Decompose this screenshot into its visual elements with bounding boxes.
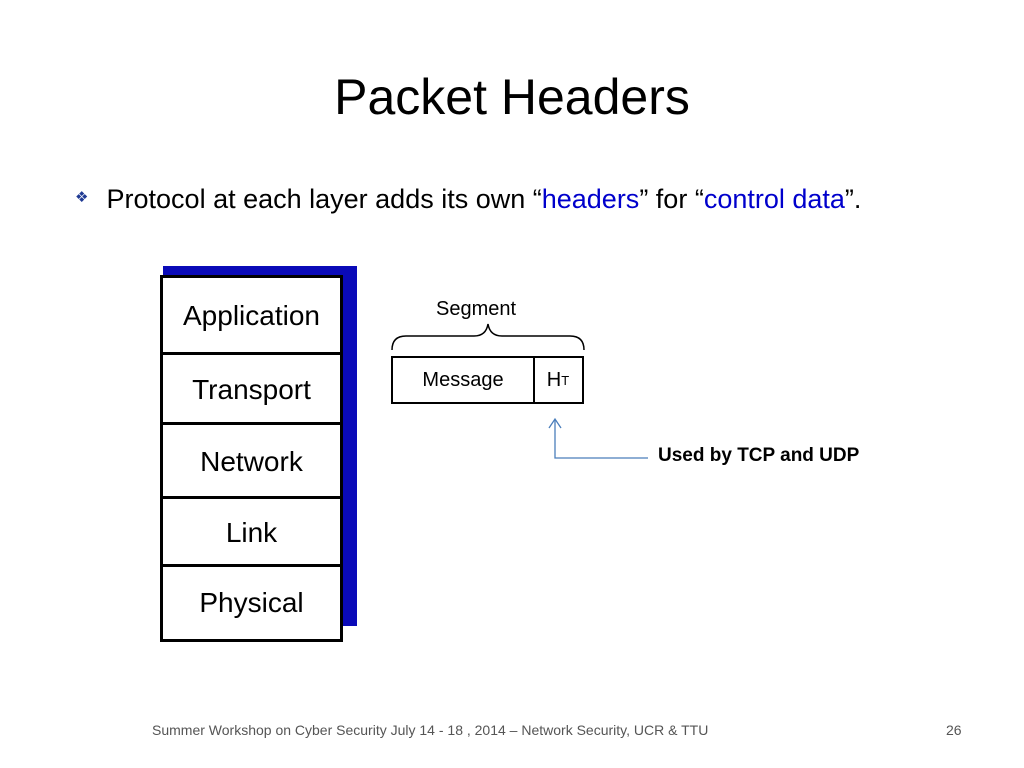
bullet-highlight-control-data: control data bbox=[703, 184, 845, 214]
layer-link: Link bbox=[163, 496, 340, 566]
page-number: 26 bbox=[946, 722, 962, 738]
header-subscript: T bbox=[561, 372, 570, 388]
footer-text: Summer Workshop on Cyber Security July 1… bbox=[152, 722, 709, 738]
layer-network: Network bbox=[163, 422, 340, 498]
bullet-point: ❖ Protocol at each layer adds its own “h… bbox=[75, 180, 861, 220]
diamond-bullet-icon: ❖ bbox=[75, 188, 89, 206]
protocol-layer-stack: Application Transport Network Link Physi… bbox=[160, 275, 343, 642]
message-cell: Message bbox=[393, 358, 535, 402]
bullet-text-middle: ” for “ bbox=[639, 184, 704, 214]
layer-transport: Transport bbox=[163, 352, 340, 424]
segment-label: Segment bbox=[436, 298, 517, 320]
segment-brace bbox=[391, 323, 585, 351]
layer-physical: Physical bbox=[163, 564, 340, 639]
bullet-highlight-headers: headers bbox=[541, 184, 640, 214]
bullet-text-after: ”. bbox=[844, 184, 862, 214]
header-letter: H bbox=[546, 368, 562, 391]
pointer-arrow bbox=[548, 417, 648, 459]
layer-application: Application bbox=[183, 300, 320, 331]
slide-title: Packet Headers bbox=[334, 69, 690, 125]
annotation-label: Used by TCP and UDP bbox=[658, 445, 860, 466]
bullet-text-before: Protocol at each layer adds its own “ bbox=[106, 184, 542, 214]
